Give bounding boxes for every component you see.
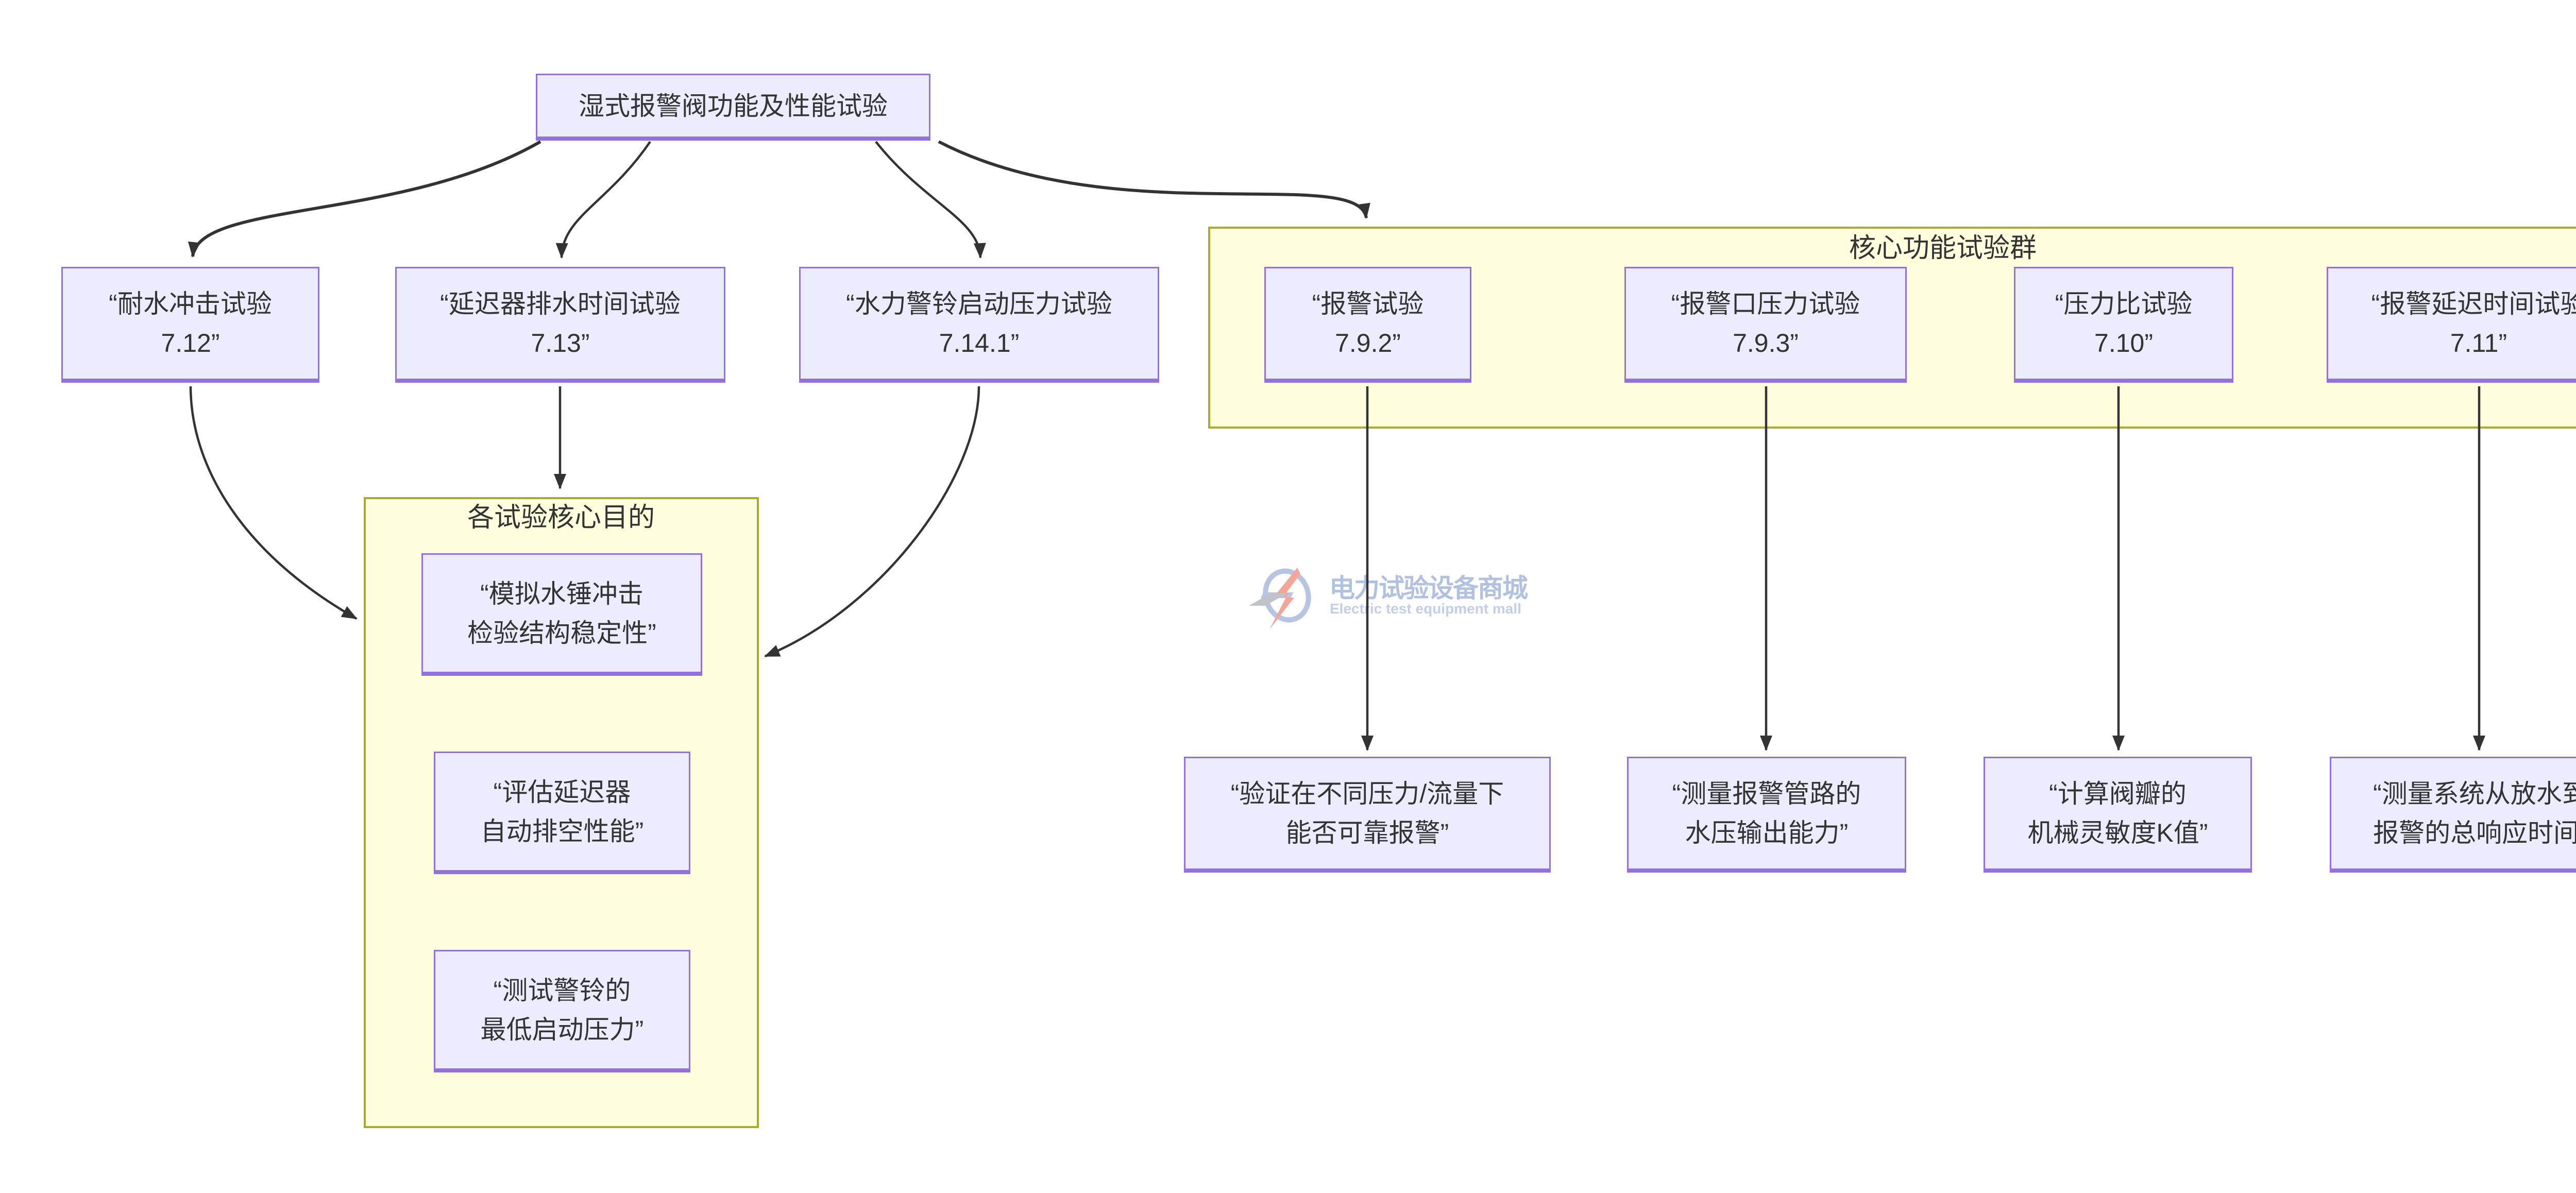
node-alarm-delay-time-test-7-11: “报警延迟时间试验 7.11” xyxy=(2327,267,2576,383)
node-result-reliable-alarm: “验证在不同压力/流量下 能否可靠报警” xyxy=(1184,757,1551,873)
edge-n1-to-purpose-cluster xyxy=(189,386,358,620)
node-retarder-drain-time-test-7-13: “延迟器排水时间试验 7.13” xyxy=(395,267,725,383)
watermark-cn-text: 电力试验设备商城 xyxy=(1329,574,1528,603)
node-result-pipeline-pressure-output: “测量报警管路的 水压输出能力” xyxy=(1627,757,1906,873)
node-alarm-test-7-9-2: “报警试验 7.9.2” xyxy=(1264,267,1471,383)
watermark-en-text: Electric test equipment mall xyxy=(1330,601,1521,617)
node-wet-alarm-valve-test: 湿式报警阀功能及性能试验 xyxy=(536,74,930,141)
cluster-core-title: 核心功能试验群 xyxy=(1849,233,2037,263)
edge-root-to-n1 xyxy=(188,140,541,258)
node-water-impact-test-7-12: “耐水冲击试验 7.12” xyxy=(61,267,319,383)
edge-n3-to-purpose-cluster xyxy=(764,386,980,658)
node-water-motor-gong-start-pressure-test-7-14-1: “水力警铃启动压力试验 7.14.1” xyxy=(799,267,1159,383)
node-result-k-value: “计算阀瓣的 机械灵敏度K值” xyxy=(1984,757,2252,873)
node-pressure-ratio-test-7-10: “压力比试验 7.10” xyxy=(2014,267,2233,383)
electric-logo-icon xyxy=(1249,568,1311,629)
watermark: 电力试验设备商城 Electric test equipment mall xyxy=(1247,561,1535,644)
node-result-total-response-time: “测量系统从放水到 报警的总响应时间” xyxy=(2330,757,2576,873)
node-purpose-water-hammer: “模拟水锤冲击 检验结构稳定性” xyxy=(421,553,702,676)
node-purpose-gong-min-pressure: “测试警铃的 最低启动压力” xyxy=(434,950,690,1072)
edge-root-to-core-cluster xyxy=(938,140,1370,219)
edge-root-to-n3 xyxy=(875,141,986,259)
cluster-purpose-title: 各试验核心目的 xyxy=(467,503,655,533)
edge-root-to-n2 xyxy=(555,141,651,259)
node-purpose-retarder-drain: “评估延迟器 自动排空性能” xyxy=(434,752,690,874)
node-alarm-port-pressure-test-7-9-3: “报警口压力试验 7.9.3” xyxy=(1624,267,1907,383)
